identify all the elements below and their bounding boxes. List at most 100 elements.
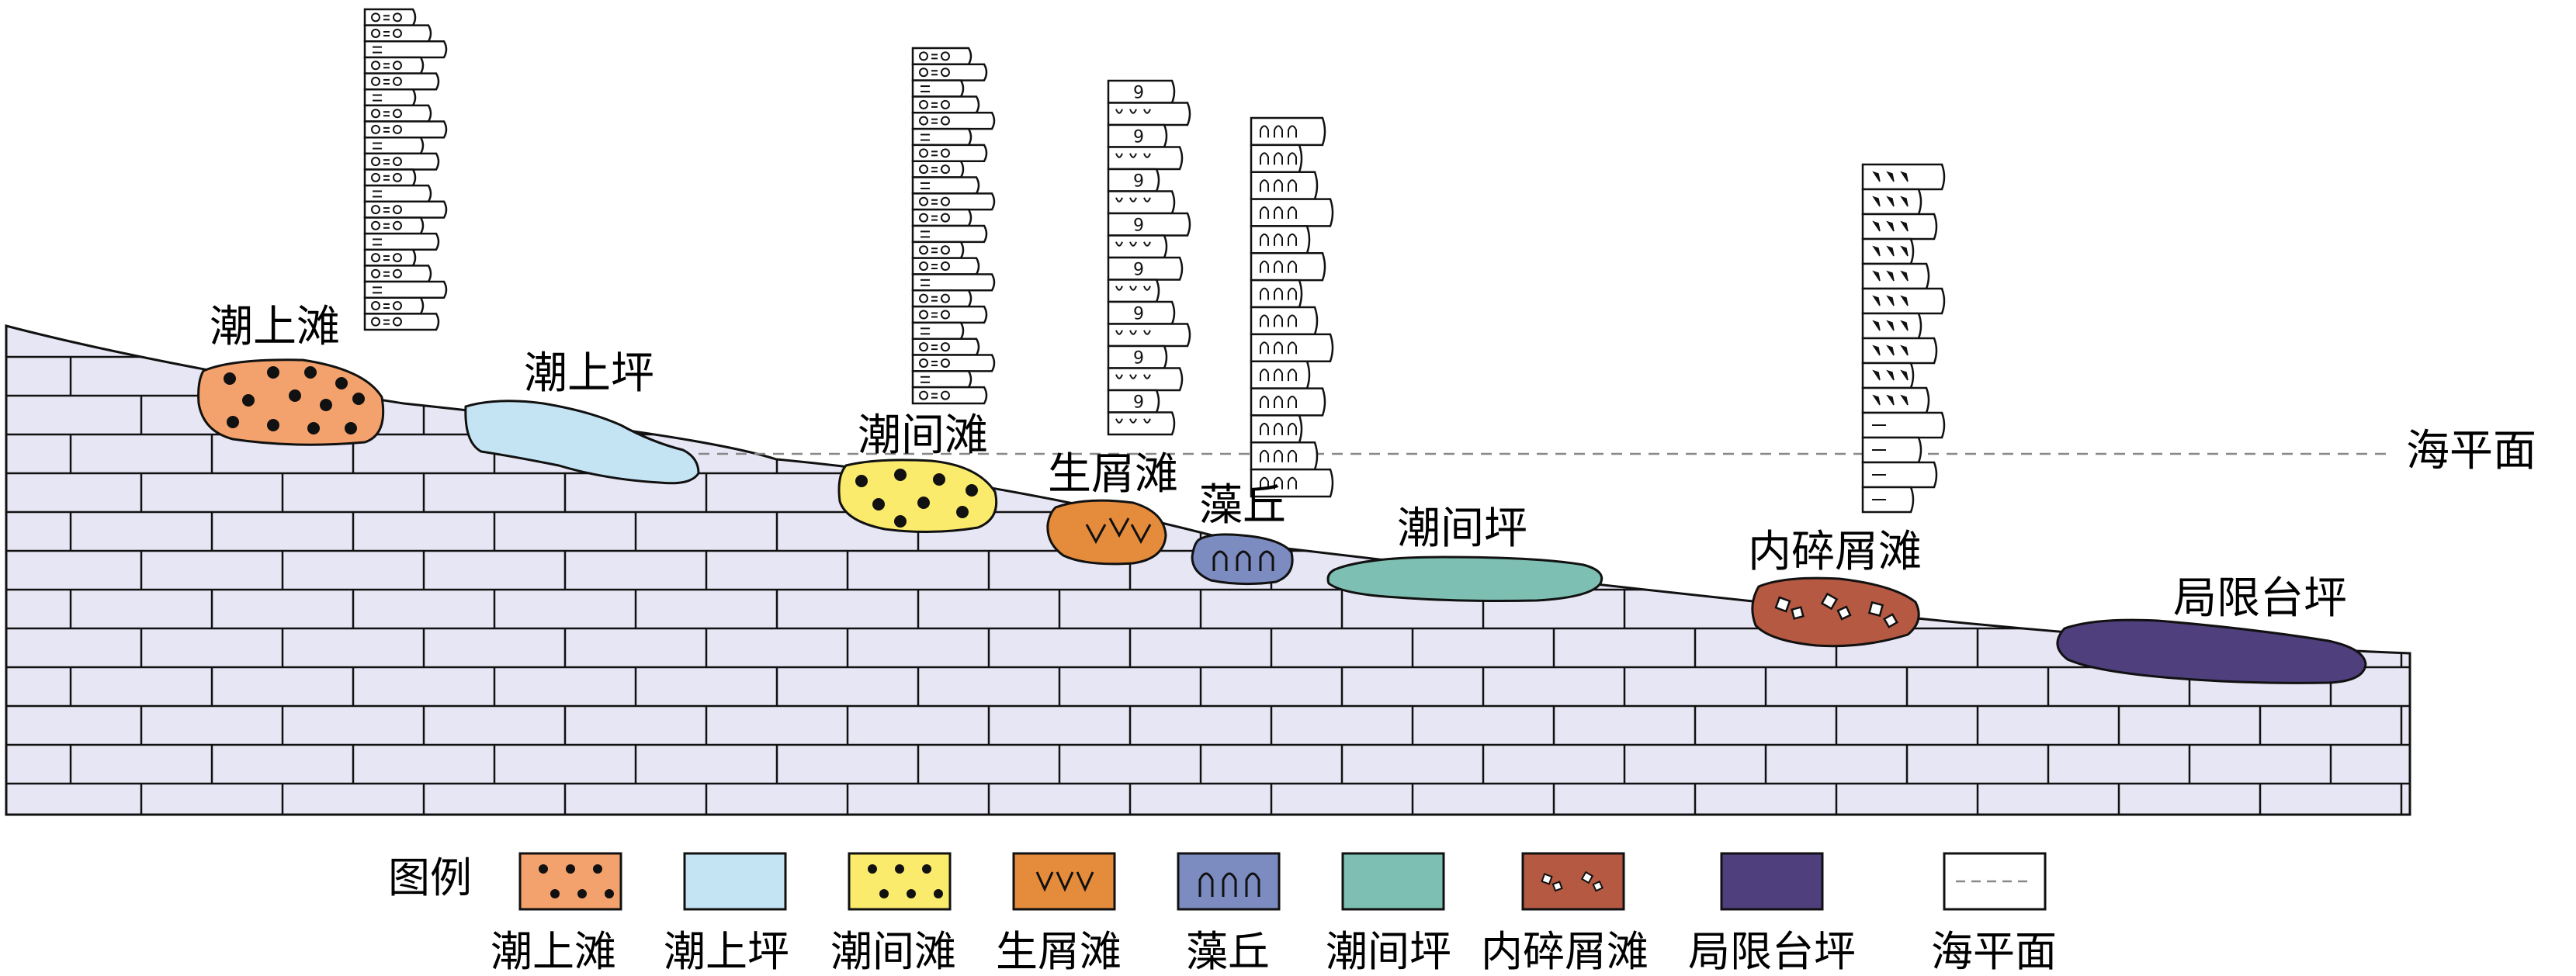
strat-bed (1250, 279, 1303, 309)
strat-bed (911, 63, 988, 81)
strat-bed: 9 (1107, 212, 1191, 237)
strat-bed (363, 152, 440, 171)
legend-item-intertidal-shoal: 潮间滩 (830, 852, 956, 976)
strat-bed (1861, 287, 1946, 315)
bed-mark: 9 (1133, 348, 1144, 368)
label-supratidal-shoal: 潮上滩 (210, 302, 340, 352)
strat-bed (911, 79, 965, 98)
strat-bed (363, 216, 425, 235)
legend-label-intertidal-flat: 潮间坪 (1326, 927, 1451, 976)
strat-bed (363, 24, 432, 43)
strat-bed (1861, 461, 1938, 489)
strat-bed (911, 208, 973, 227)
legend-label-restricted-platform: 局限台坪 (1688, 927, 1856, 976)
strat-bed (911, 47, 973, 66)
strat-bed (1250, 387, 1326, 417)
strat-bed (1250, 252, 1326, 282)
strat-column-3: 9 9 9 9 9 9 9 9 (1107, 79, 1191, 436)
strat-bed (1861, 237, 1915, 265)
legend-item-intraclastic-shoal: 内碎屑滩 (1481, 852, 1649, 976)
bed-mark: 9 (1133, 216, 1144, 235)
strat-bed (1107, 146, 1184, 171)
strat-bed (911, 127, 973, 147)
strat-bed (1861, 411, 1946, 439)
bed-mark: 9 (1133, 304, 1144, 324)
bed-mark: 9 (1133, 83, 1144, 102)
strat-bed (363, 72, 440, 91)
strat-bed (1250, 116, 1326, 147)
label-sea-level: 海平面 (2406, 426, 2536, 476)
bed-mark: 9 (1133, 171, 1144, 191)
strat-bed: 9 (1107, 168, 1160, 192)
legend-item-sea-level: 海平面 (1931, 852, 2057, 976)
strat-bed (911, 337, 980, 356)
legend-item-supratidal-flat: 潮上坪 (664, 852, 789, 976)
strat-bed (363, 296, 425, 315)
legend-item-bioclastic-shoal: 生屑滩 (996, 852, 1122, 976)
label-supratidal-flat: 潮上坪 (524, 348, 654, 399)
strat-bed (911, 241, 965, 259)
strat-bed (1107, 279, 1160, 303)
strat-bed (911, 386, 988, 405)
facies-algal-mound (1191, 533, 1294, 586)
strat-bed (1250, 441, 1319, 471)
strat-bed (911, 305, 988, 324)
legend-item-restricted-platform: 局限台坪 (1688, 852, 1856, 976)
strat-bed (1861, 188, 1922, 216)
strat-bed (1861, 312, 1922, 340)
legend-label-sea-level: 海平面 (1931, 927, 2057, 976)
legend-item-supratidal-shoal: 潮上滩 (491, 852, 622, 976)
legend-label-intraclastic-shoal: 内碎屑滩 (1481, 927, 1649, 976)
legend-label-intertidal-shoal: 潮间滩 (830, 927, 956, 976)
strat-bed (1861, 163, 1946, 191)
strat-column-4 (1250, 116, 1334, 498)
strat-bed (363, 88, 417, 107)
strat-bed (1861, 386, 1930, 414)
strat-bed (363, 248, 417, 267)
bed-mark: 9 (1133, 127, 1144, 147)
strat-bed (363, 8, 417, 26)
strat-bed (363, 136, 425, 155)
legend: 图例 潮上滩 潮上坪 潮间滩 生屑滩 (388, 852, 2057, 976)
strat-bed (911, 370, 973, 389)
legend-item-algal-mound: 藻丘 (1177, 852, 1281, 976)
strat-bed (911, 176, 980, 195)
strat-bed (911, 192, 996, 211)
strat-bed (911, 257, 980, 275)
facies-intertidal-shoal (837, 459, 998, 534)
strat-bed (911, 224, 988, 244)
strat-bed (1250, 171, 1319, 200)
strat-bed (1250, 225, 1311, 254)
strat-bed (911, 95, 980, 114)
strat-bed (1250, 360, 1311, 389)
strat-bed: 9 (1107, 79, 1176, 104)
legend-item-intertidal-flat: 潮间坪 (1326, 852, 1451, 976)
strat-bed (1250, 414, 1303, 444)
strat-bed: 9 (1107, 389, 1160, 414)
strat-bed (363, 280, 448, 299)
strat-bed (1861, 436, 1922, 464)
strat-bed: 9 (1107, 344, 1168, 369)
strat-bed (1250, 306, 1319, 336)
strat-bed (363, 104, 432, 123)
strat-bed (1107, 190, 1176, 215)
facies-intraclastic-shoal (1751, 576, 1920, 648)
bed-mark: 9 (1133, 260, 1144, 279)
strat-bed: 9 (1107, 123, 1168, 148)
strat-bed (363, 232, 440, 251)
legend-label-supratidal-shoal: 潮上滩 (491, 927, 616, 976)
strat-bed (1250, 198, 1334, 227)
strat-bed (363, 313, 440, 331)
strat-bed (363, 168, 417, 187)
strat-bed (911, 354, 996, 372)
label-intertidal-shoal: 潮间滩 (858, 410, 988, 461)
strat-bed (1861, 337, 1938, 365)
strat-bed (911, 289, 973, 308)
facies-bioclastic-shoal (1046, 499, 1167, 566)
label-intertidal-flat: 潮间坪 (1397, 504, 1527, 554)
facies-intertidal-flat (1326, 555, 1603, 602)
strat-bed (911, 160, 965, 178)
strat-bed (1107, 234, 1168, 259)
strat-bed (1861, 362, 1915, 389)
